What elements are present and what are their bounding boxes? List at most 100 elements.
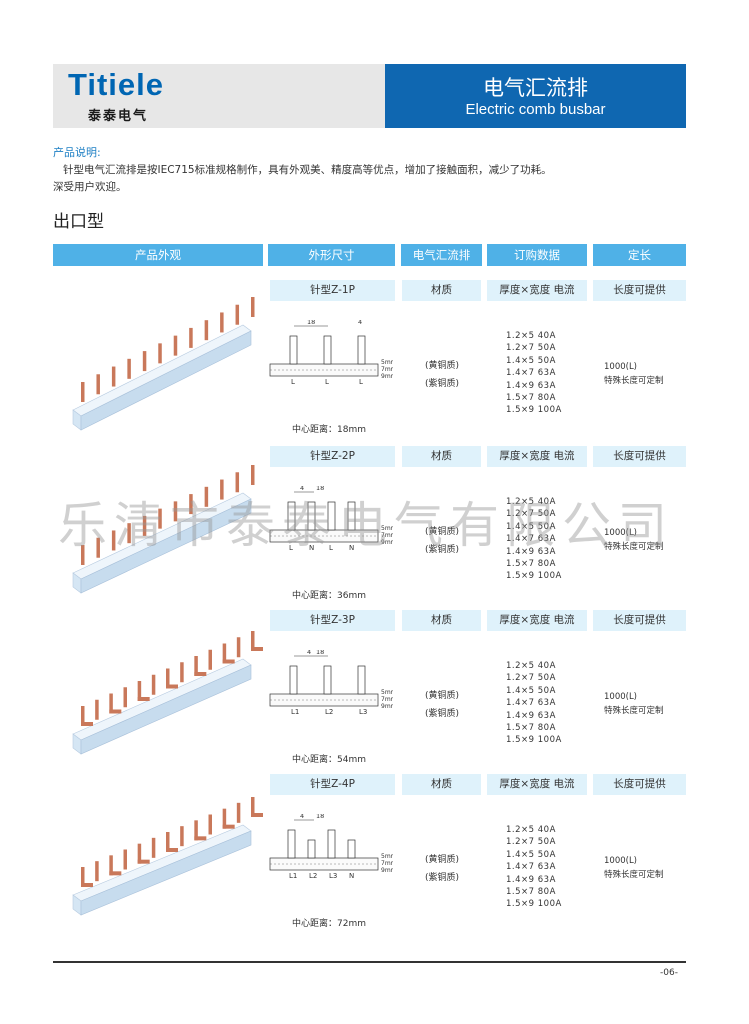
order-header: 厚度×宽度 电流	[487, 774, 587, 795]
busbar-pin	[95, 861, 99, 882]
busbar-pin	[189, 327, 193, 348]
busbar-pin	[189, 494, 193, 515]
order-header: 厚度×宽度 电流	[487, 610, 587, 631]
diagram-pin	[289, 335, 298, 365]
model-label: 针型Z-4P	[270, 774, 395, 795]
busbar-pin	[123, 849, 127, 870]
material-copper: (紫铜质)	[425, 873, 460, 883]
order-spec: 1.4×5 50A	[506, 685, 556, 696]
busbar-pin	[204, 486, 209, 507]
busbar-pin	[127, 358, 131, 379]
dimension-diagram: 18 4 LLL 5mm 7mm 9mm	[269, 320, 393, 386]
busbar-bridge	[109, 871, 122, 876]
diagram-pole-label: L	[325, 378, 329, 386]
busbar-pin	[251, 631, 255, 651]
order-spec: 1.5×9 100A	[506, 899, 562, 910]
busbar-pin	[251, 797, 255, 817]
diagram-pole-label: L	[291, 378, 295, 386]
diagram-pin	[357, 665, 366, 695]
brand-logo: Titiele	[68, 67, 165, 102]
diagram-pole-label: L	[289, 544, 293, 552]
busbar-pin	[109, 693, 113, 714]
busbar-pin	[96, 374, 100, 395]
busbar-pin	[142, 515, 147, 536]
order-header: 厚度×宽度 电流	[487, 446, 587, 467]
busbar-pin	[81, 867, 85, 887]
standard-length: 1000(L)	[604, 528, 637, 538]
order-spec: 1.2×7 50A	[506, 837, 556, 848]
busbar-pin	[96, 537, 100, 558]
order-spec: 1.5×7 80A	[506, 559, 556, 570]
length-header: 长度可提供	[593, 610, 686, 631]
busbar-bridge	[222, 824, 235, 829]
busbar-pin	[173, 335, 178, 356]
order-spec: 1.2×7 50A	[506, 343, 556, 354]
diagram-pin	[327, 501, 336, 531]
diagram-pole-label: L	[359, 378, 363, 386]
busbar-bridge	[137, 859, 150, 864]
busbar-pin	[204, 320, 209, 341]
material-header: 材质	[402, 610, 481, 631]
busbar-rail-front	[80, 830, 252, 916]
height-label: 7mm	[381, 366, 393, 373]
model-label: 针型Z-1P	[270, 280, 395, 301]
dim-label: 18	[307, 320, 315, 326]
center-distance: 中心距离：36mm	[292, 591, 366, 601]
diagram-pin	[287, 829, 296, 859]
order-spec: 1.5×9 100A	[506, 571, 562, 582]
order-spec: 1.2×7 50A	[506, 673, 556, 684]
busbar-pin	[111, 530, 116, 551]
order-header: 厚度×宽度 电流	[487, 280, 587, 301]
busbar-bridge	[137, 697, 150, 701]
watermark: 乐清市泰泰电气有限公司	[58, 497, 675, 554]
header-appearance: 产品外观	[53, 244, 263, 266]
header-busbar: 电气汇流排	[401, 244, 482, 266]
diagram-pin	[323, 665, 332, 695]
header-length: 定长	[593, 244, 686, 266]
order-spec: 1.4×9 63A	[506, 710, 556, 721]
diagram-pole-label: L1	[291, 708, 299, 716]
busbar-photo	[72, 631, 263, 755]
busbar-rail-front	[80, 498, 252, 594]
diagram-pole-label: L1	[289, 872, 297, 880]
busbar-pin	[251, 297, 255, 317]
busbar-bridge	[251, 813, 263, 817]
busbar-pin	[151, 837, 156, 858]
busbar-pin	[151, 674, 156, 695]
busbar-pin	[166, 832, 170, 852]
material-copper: (紫铜质)	[425, 379, 460, 389]
busbar-pin	[137, 843, 142, 864]
center-distance: 中心距离：54mm	[292, 755, 366, 765]
page-title: 电气汇流排	[483, 76, 588, 100]
page-subtitle: Electric comb busbar	[465, 101, 606, 118]
diagram-pin	[287, 501, 296, 531]
material-header: 材质	[402, 280, 481, 301]
custom-length: 特殊长度可定制	[604, 706, 664, 716]
material-header: 材质	[402, 774, 481, 795]
busbar-bridge	[194, 672, 207, 676]
order-spec: 1.4×9 63A	[506, 546, 556, 557]
busbar-pin	[111, 366, 116, 387]
height-label: 9mm	[381, 703, 393, 710]
height-label: 9mm	[381, 539, 393, 546]
busbar-pin	[251, 465, 255, 485]
diagram-pole-label: L2	[309, 872, 317, 880]
order-spec: 1.5×7 80A	[506, 393, 556, 404]
busbar-pin	[180, 826, 184, 847]
product-row: 针型Z-1P 材质 厚度×宽度 电流 长度可提供 18 4 LLL 5mm 7m…	[0, 280, 749, 446]
material-header: 材质	[402, 446, 481, 467]
busbar-pin	[222, 808, 227, 829]
height-label: 5mm	[381, 525, 393, 532]
busbar-bridge	[109, 709, 122, 714]
busbar-photo	[72, 465, 255, 594]
order-spec: 1.4×5 50A	[506, 849, 556, 860]
busbar-bridge	[166, 848, 178, 852]
dim-label: 18	[316, 486, 324, 492]
dim-label: 18	[316, 814, 324, 820]
busbar-pin	[127, 523, 131, 544]
section-title: 出口型	[53, 212, 104, 232]
busbar-pin	[81, 382, 85, 402]
diagram-pole-label: N	[349, 872, 354, 880]
brand-chinese-name: 泰泰电气	[88, 109, 149, 124]
length-header: 长度可提供	[593, 446, 686, 467]
